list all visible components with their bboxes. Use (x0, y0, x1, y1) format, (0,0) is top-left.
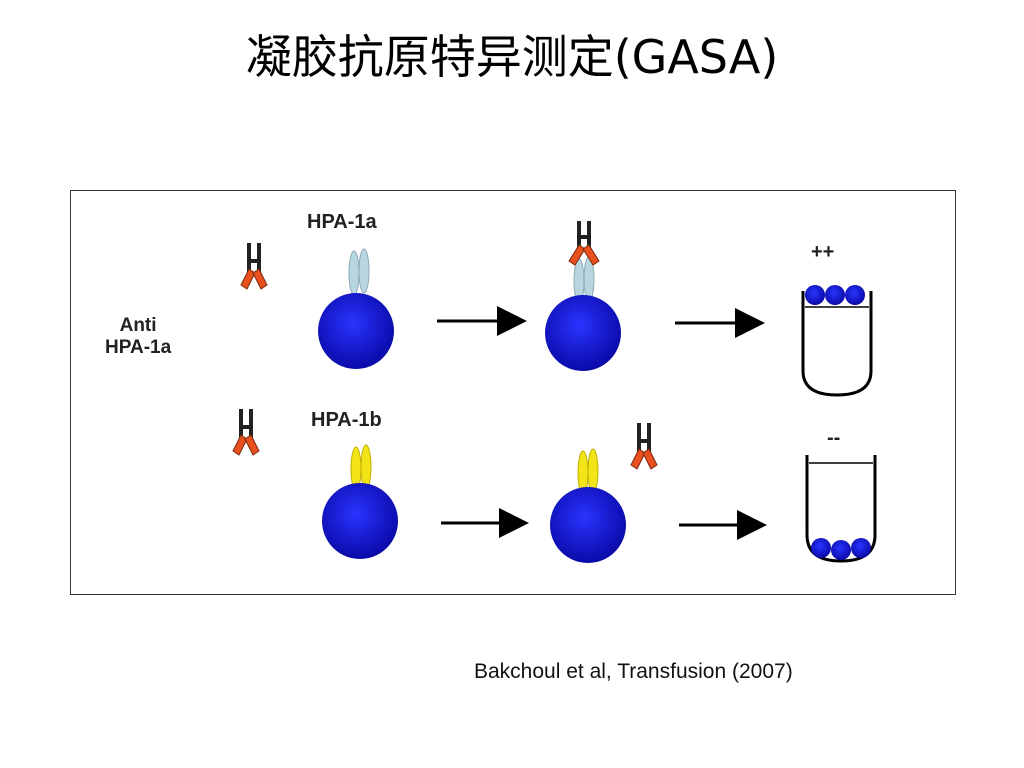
slide-title: 凝胶抗原特异测定(GASA) (245, 30, 779, 84)
antibody-icon (232, 409, 260, 456)
antigen-label-hpa1b: HPA-1b (311, 409, 382, 431)
gasa-diagram: Anti HPA-1a HPA-1a HPA-1b ++ -- (70, 190, 956, 595)
bead-hpa1a (318, 248, 394, 369)
antibody-label: Anti HPA-1a (105, 315, 172, 358)
antibody-icon (240, 243, 268, 290)
antibody-icon (630, 423, 658, 470)
gel-tube-positive (801, 285, 873, 397)
result-positive-label: ++ (811, 241, 835, 263)
citation: Bakchoul et al, Transfusion (2007) (474, 660, 793, 683)
antigen-label-hpa1a: HPA-1a (307, 211, 377, 233)
bead-with-bound-antibody (545, 221, 621, 371)
bead-hpa1b (322, 444, 398, 559)
result-negative-label: -- (827, 427, 841, 449)
bead-hpa1b-unbound (550, 448, 626, 563)
gel-tube-negative (805, 455, 877, 563)
diagram-canvas (232, 221, 877, 563)
